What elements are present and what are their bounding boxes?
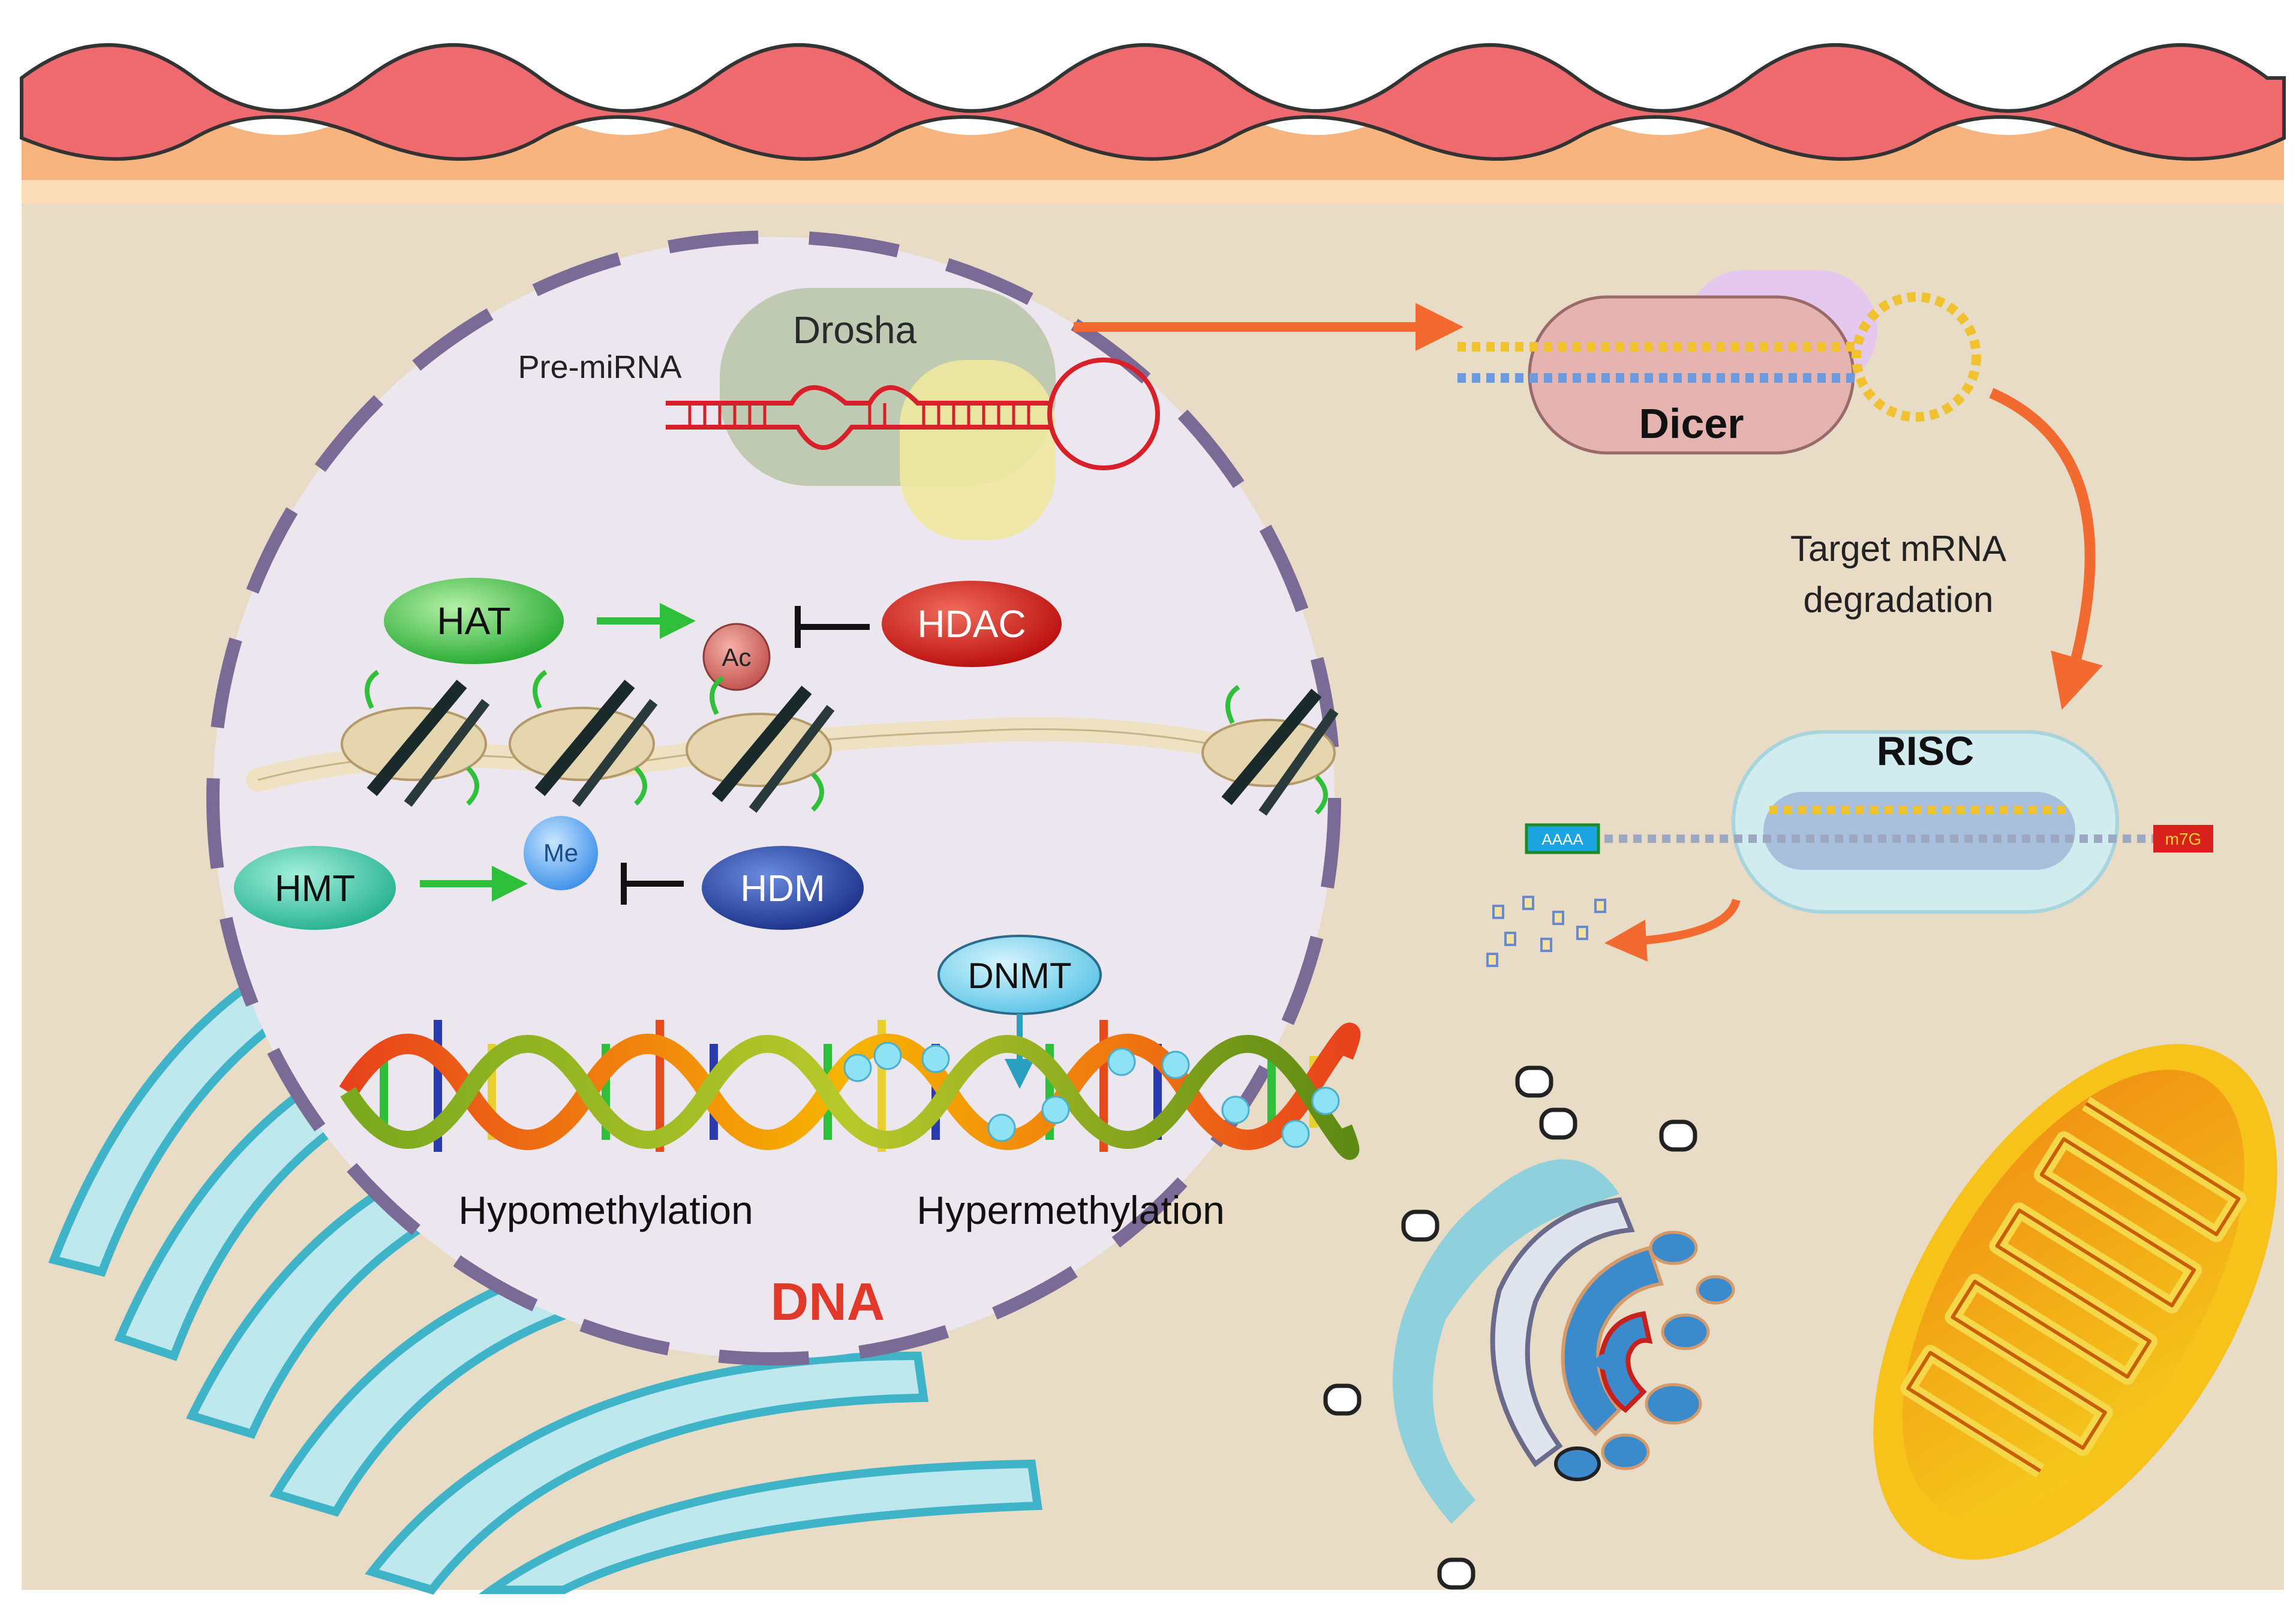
nucleosome [341, 670, 490, 807]
degradation-label: degradation [1804, 580, 1994, 620]
golgi-apparatus [1393, 1159, 1735, 1524]
dna-label: DNA [771, 1272, 885, 1331]
hypomethylation-label: Hypomethylation [458, 1188, 753, 1232]
hdac-inhibition [795, 606, 870, 648]
hat-enzyme [384, 578, 564, 664]
hat-label: HAT [437, 599, 510, 643]
pre-mirna-label: Pre-miRNA [518, 349, 681, 385]
acetyl-label: Ac [722, 643, 751, 671]
hmt-label: HMT [275, 868, 355, 909]
methyl-group [524, 816, 598, 890]
hdac-enzyme [882, 581, 1062, 667]
pre-mirna-hairpin [666, 358, 1160, 470]
cell-membrane [20, 43, 2286, 204]
dna-double-helix [339, 1020, 1361, 1160]
risc-degradation-arrow [1604, 898, 1741, 962]
hdm-label: HDM [740, 868, 825, 909]
hdac-label: HDAC [917, 602, 1026, 646]
drosha-label: Drosha [793, 308, 917, 352]
acetyl-group [702, 623, 771, 691]
nucleosome [686, 676, 835, 813]
hdm-enzyme [702, 846, 864, 930]
methyl-label: Me [543, 839, 578, 867]
risc-complex [1532, 730, 2159, 914]
risc-label: RISC [1877, 728, 1974, 774]
dicer-to-risc-arrow [1989, 388, 2103, 710]
dicer-label: Dicer [1639, 400, 1744, 447]
poly-a-tail [1525, 823, 1600, 854]
methylation-marks [843, 1041, 1340, 1148]
target-mrna-label: Target mRNA [1790, 529, 2006, 569]
mitochondrion [1873, 1044, 2277, 1560]
hmt-enzyme [234, 846, 396, 930]
hdm-inhibition [621, 863, 684, 905]
m7g-label: m7G [2165, 830, 2202, 848]
poly-a-label: AAAA [1541, 830, 1583, 848]
dicer-complex [1457, 270, 1981, 455]
m7g-cap [2153, 825, 2213, 852]
vesicles [1323, 1065, 1697, 1590]
nucleosome [1201, 685, 1339, 816]
dnmt-label: DNMT [967, 956, 1071, 996]
hypermethylation-label: Hypermethylation [916, 1188, 1225, 1232]
nucleosome [509, 670, 658, 807]
degraded-mrna-fragments [1486, 896, 1606, 967]
chromatin-fiber [246, 670, 1339, 816]
